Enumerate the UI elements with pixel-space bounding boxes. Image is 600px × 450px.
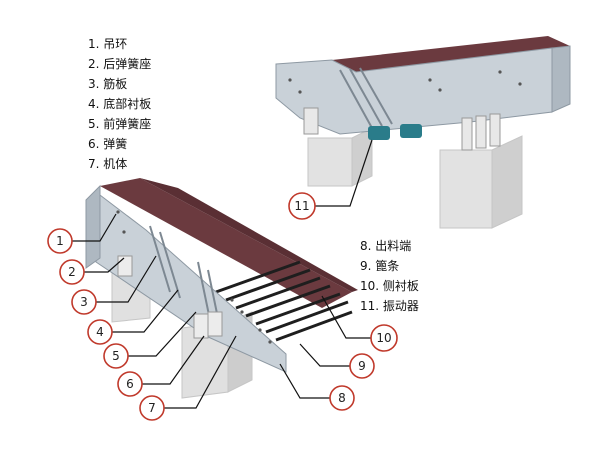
callout-number-8: 8	[338, 391, 346, 405]
rear-view-feeder	[276, 36, 570, 228]
callout-number-1: 1	[56, 234, 64, 248]
legend-item-6: 6. 弹簧	[88, 134, 151, 154]
callout-number-6: 6	[126, 377, 134, 391]
legend-parts-8-11: 8. 出料端 9. 篦条 10. 侧衬板 11. 振动器	[360, 236, 419, 316]
rear-right-pier-side	[492, 136, 522, 228]
leader-8	[280, 364, 330, 398]
front-end-wall	[86, 186, 100, 268]
callout-number-7: 7	[148, 401, 156, 415]
legend-item-7: 7. 机体	[88, 154, 151, 174]
legend-item-2: 2. 后弹簧座	[88, 54, 151, 74]
legend-item-10: 10. 侧衬板	[360, 276, 419, 296]
legend-item-8: 8. 出料端	[360, 236, 419, 256]
legend-item-4: 4. 底部衬板	[88, 94, 151, 114]
rear-left-pier	[308, 138, 352, 186]
legend-item-9: 9. 篦条	[360, 256, 419, 276]
legend-item-1: 1. 吊环	[88, 34, 151, 54]
callout-number-9: 9	[358, 359, 366, 373]
callout-number-5: 5	[112, 349, 120, 363]
rear-right-pier	[440, 150, 492, 228]
callout-number-4: 4	[96, 325, 104, 339]
legend-item-3: 3. 筋板	[88, 74, 151, 94]
callout-number-11: 11	[294, 199, 309, 213]
front-view-feeder	[86, 178, 358, 398]
callout-number-3: 3	[80, 295, 88, 309]
leader-9	[300, 344, 350, 366]
legend-item-11: 11. 振动器	[360, 296, 419, 316]
callout-number-2: 2	[68, 265, 76, 279]
rear-end-wall	[552, 46, 570, 112]
legend-parts-1-7: 1. 吊环 2. 后弹簧座 3. 筋板 4. 底部衬板 5. 前弹簧座 6. 弹…	[88, 34, 151, 174]
callout-number-10: 10	[376, 331, 391, 345]
legend-item-5: 5. 前弹簧座	[88, 114, 151, 134]
